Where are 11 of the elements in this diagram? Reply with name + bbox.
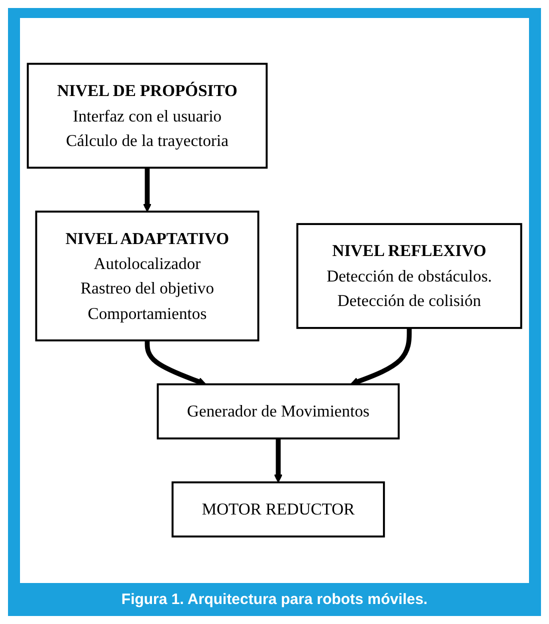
caption: Figura 1. Arquitectura para robots móviles. bbox=[120, 590, 429, 610]
node-box bbox=[172, 482, 385, 538]
arrow bbox=[144, 340, 206, 386]
node-box bbox=[156, 384, 400, 440]
node-box bbox=[26, 63, 268, 170]
arrow bbox=[350, 328, 412, 386]
arrow bbox=[274, 438, 283, 484]
node-box bbox=[35, 210, 260, 342]
arrow bbox=[142, 168, 152, 212]
frame-background: NIVEL DE PROPÓSITO Interfaz con el usuario Cálculo de la trayectoria NIVEL ADAPTATIVO Autolocalizador Rastreo del objetivo Comportamientos NIVEL REFLEXIVO Detección de obstáculos. Detección de colisión Generador de Movimientos MOTOR REDUCTOR Figura 1. Arquitectura para robots móviles. bbox=[8, 8, 541, 616]
node-box bbox=[296, 223, 522, 330]
